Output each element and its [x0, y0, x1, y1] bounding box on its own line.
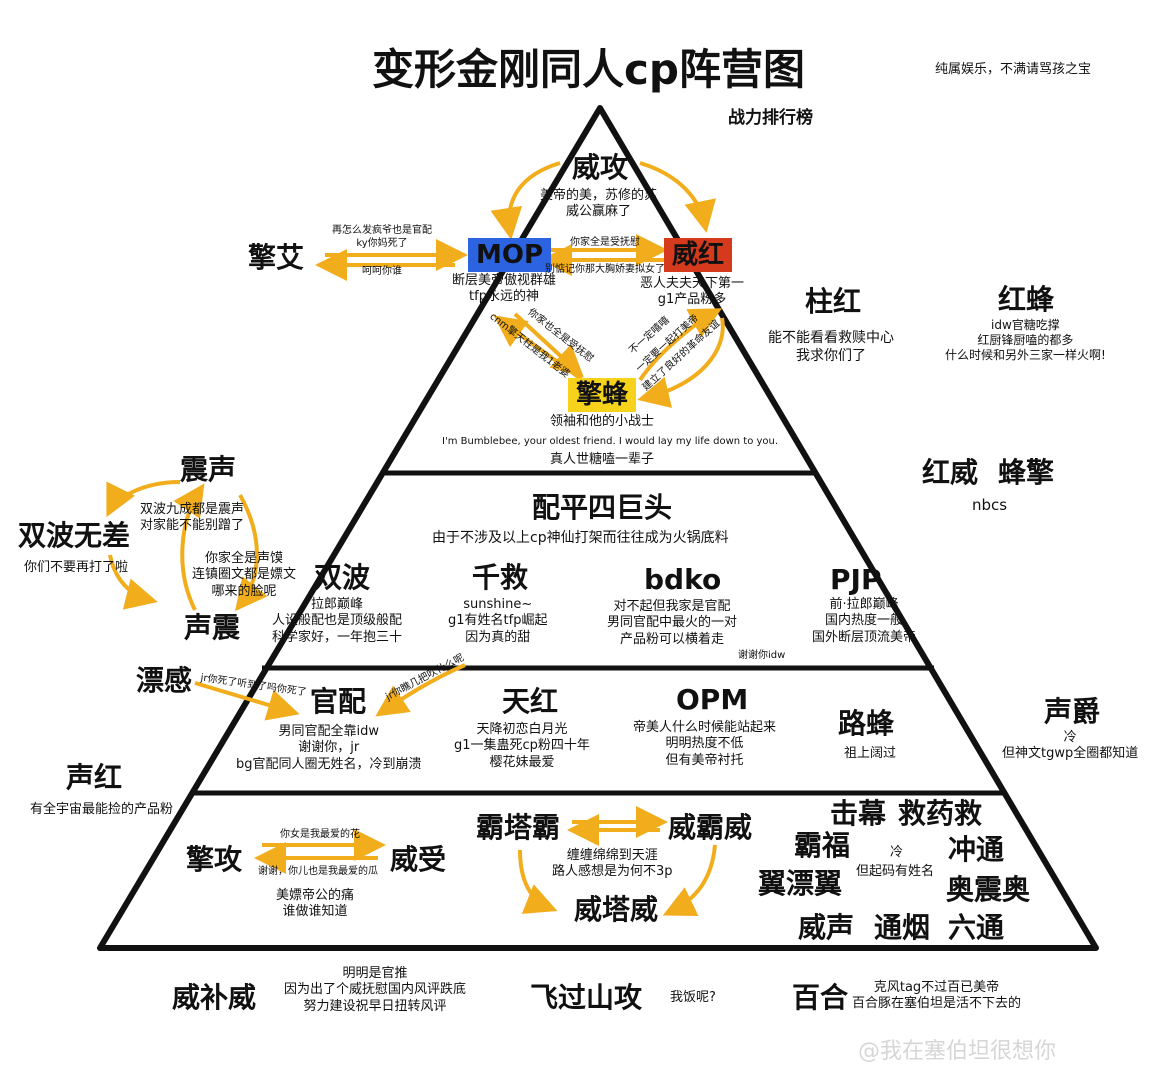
cp-opm-desc: 帝美人什么时候能站起来明明热度不低但有美帝衬托 [633, 720, 777, 768]
cp-lufeng: 路蜂 [838, 707, 895, 740]
tier4-leng-desc: 但起码有姓名 [856, 864, 935, 879]
baihe-desc: 克风tag不过百已美帝百合豚在塞伯坦是活不下去的 [852, 980, 1022, 1012]
cp-fengqing: 蜂擎 [998, 456, 1055, 489]
cp-qianjiu-desc: sunshine~g1有姓名tfp崛起因为真的甜 [448, 597, 548, 645]
cp-qingfeng-badge: 擎蜂 [568, 378, 637, 412]
shuangbo-wucha-desc: 你们不要再打了啦 [24, 560, 129, 575]
cp-qinggong: 擎攻 [186, 843, 243, 876]
nbcs-note: nbcs [972, 496, 1008, 514]
cp-tianhong: 天红 [502, 685, 559, 718]
cp-hongwei: 红威 [922, 456, 979, 489]
cp-pjp: PJP [830, 563, 882, 596]
cp-jimu: 击幕 [830, 797, 887, 830]
cp-zhuhong: 柱红 [805, 285, 862, 318]
cp-shengjue: 声爵 [1044, 695, 1101, 728]
tier4-arrow-bottom: 谢谢，你儿也是我最爱的瓜 [258, 866, 378, 877]
left-note-1: 双波九成都是震声对家能不能别蹭了 [140, 502, 245, 534]
tier2-title: 配平四巨头 [532, 491, 673, 524]
cp-tongyan: 通烟 [874, 911, 931, 944]
disclaimer: 纯属娱乐，不满请骂孩之宝 [935, 62, 1092, 77]
tier4-triangle-desc: 缠缠绵绵到天涯路人感想是为何不3p [552, 848, 673, 880]
cp-bdko: bdko [644, 563, 722, 596]
cp-bdko-desc: 对不起但我家是官配男同官配中最火的一对产品粉可以横着走 [607, 599, 738, 647]
cp-qingai: 擎艾 [248, 241, 305, 274]
cp-feiguo: 飞过山攻 [530, 981, 643, 1014]
shenghong-desc: 有全宇宙最能捡的产品粉 [30, 802, 174, 817]
tier2-desc: 由于不涉及以上cp神仙打架而往往成为火锅底料 [432, 530, 729, 546]
cp-zhuhong-desc: 能不能看看救赎中心我求你们了 [768, 330, 894, 364]
mop-weihong-top: 你家全是受抚慰 [570, 237, 640, 248]
cp-hongfeng: 红蜂 [998, 283, 1055, 316]
cp-aozhenao: 奥震奥 [946, 873, 1031, 906]
cp-pjp-desc: 前·拉郎巅峰国内热度一般国外断层顶流美帝 [812, 597, 917, 645]
pyramid-outline [97, 105, 1099, 951]
cp-guanpei: 官配 [310, 685, 367, 718]
mop-weihong-bottom: 别惦记你那大胸娇妻拟女了 [545, 264, 665, 275]
subtitle: 战力排行榜 [728, 108, 813, 128]
cp-weibawei: 威霸威 [668, 811, 753, 844]
qingai-arrow-bottom: 呵呵你谁 [362, 266, 402, 277]
cp-chongtong: 冲通 [948, 833, 1005, 866]
cp-shengjue-desc: 冷但神文tgwp全圈都知道 [1002, 730, 1139, 762]
cp-opm: OPM [676, 683, 749, 716]
cp-shuangbo: 双波 [314, 561, 371, 594]
cp-weigong: 威攻 [572, 151, 629, 184]
cp-weishou: 威受 [390, 843, 447, 876]
cp-zhensheng: 震声 [180, 453, 237, 486]
top-arrows [106, 161, 725, 917]
page-title: 变形金刚同人cp阵营图 [372, 45, 805, 94]
cp-weisheng: 威声 [798, 911, 855, 944]
weibuwei-desc: 明明是官推因为出了个威抚慰国内风评跌底努力建设祝早日扭转风评 [284, 966, 467, 1014]
cp-baihe: 百合 [792, 981, 849, 1014]
cp-qingfeng-desc-3: 真人世糖嗑一辈子 [550, 452, 655, 467]
cp-batab: 霸塔霸 [476, 811, 561, 844]
watermark: @我在塞伯坦很想你 [858, 1039, 1057, 1064]
cp-liutong: 六通 [948, 911, 1005, 944]
cp-qingfeng-desc-2: I'm Bumblebee, your oldest friend. I wou… [442, 436, 779, 447]
cp-bafu: 霸福 [794, 829, 851, 862]
left-note-2: 你家全是声馍连镇圈文都是嫖文哪来的脸呢 [192, 551, 297, 599]
cp-qianjiu: 千救 [472, 561, 529, 594]
cp-yipiaoyi: 翼漂翼 [758, 867, 843, 900]
cp-qingfeng-desc-1: 领袖和他的小战士 [550, 414, 655, 429]
cp-weibuwei: 威补威 [172, 981, 257, 1014]
cp-piaogan: 漂感 [136, 664, 193, 697]
cp-shuangbo-desc: 拉郎巅峰人设般配也是顶级般配科学家好，一年抱三十 [272, 597, 403, 645]
feiguo-desc: 我饭呢? [670, 990, 716, 1005]
cp-weihong-badge: 威红 [664, 238, 733, 272]
tier4-leng: 冷 [890, 845, 904, 860]
cp-shuangbo-wucha: 双波无差 [18, 519, 131, 552]
cp-shenghong: 声红 [66, 761, 123, 794]
cp-hongfeng-desc: idw官糖吃撑红厨锋厨嗑的都多什么时候和另外三家一样火啊! [945, 318, 1106, 362]
cp-lufeng-desc: 祖上阔过 [844, 746, 897, 761]
bdko-extra: 谢谢你idw [738, 650, 786, 661]
cp-weigong-desc: 美帝的美，苏修的苏威公赢麻了 [540, 188, 658, 220]
cp-weitawei: 威塔威 [574, 893, 659, 926]
cp-mop-badge: MOP [468, 238, 552, 272]
cp-shengzhen: 声震 [184, 611, 241, 644]
tier4-pair-desc: 美嫖帝公的痛谁做谁知道 [276, 888, 355, 920]
cp-jiuyaojiu: 救药救 [898, 797, 983, 830]
tier4-arrow-top: 你女是我最爱的花 [280, 829, 360, 840]
